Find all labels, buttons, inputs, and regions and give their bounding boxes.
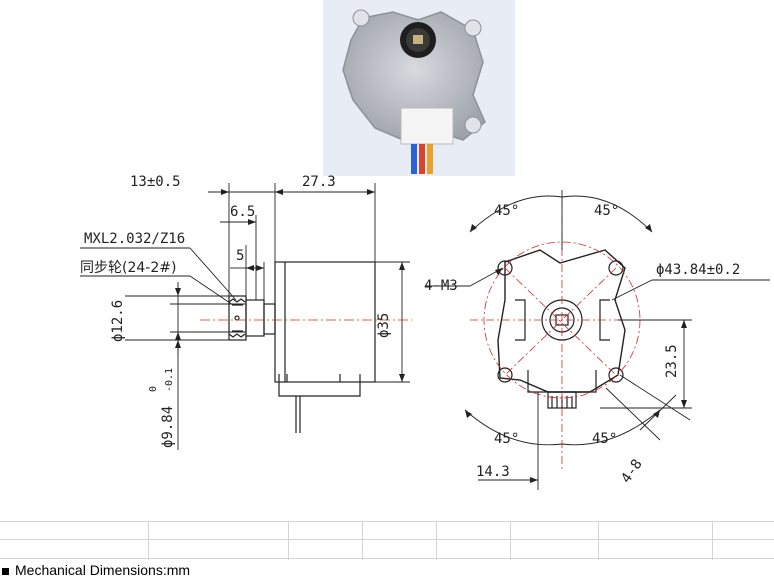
dim-offset-x: 14.3: [476, 464, 510, 480]
angle-bottom-right: 45°: [592, 431, 617, 447]
motor-photo: [323, 0, 515, 176]
angle-top-right: 45°: [594, 203, 619, 219]
dim-hub-diameter: ϕ9.84: [160, 406, 176, 448]
spreadsheet-grid: [0, 521, 774, 581]
grid-column-line: [510, 521, 511, 560]
grid-row: [0, 539, 774, 557]
dim-height: 23.5: [664, 344, 680, 378]
dim-shaft-step: 6.5: [230, 204, 255, 220]
grid-column-line: [598, 521, 599, 560]
gear-name: 同步轮(24-2#): [80, 260, 176, 276]
dim-hub-tol-lower: -0.1: [164, 368, 175, 392]
grid-column-line: [362, 521, 363, 560]
caption-text: Mechanical Dimensions:mm: [15, 562, 191, 578]
dim-total-length: 13±0.5: [130, 174, 181, 190]
dim-hub-tol-upper: 0: [148, 386, 159, 392]
grid-column-line: [436, 521, 437, 560]
caption-row: Mechanical Dimensions:mm: [2, 560, 190, 580]
angle-bottom-left: 45°: [494, 431, 519, 447]
dim-body-length: 27.3: [302, 174, 336, 190]
grid-row: [0, 521, 774, 539]
grid-row: [0, 558, 774, 576]
grid-column-line: [712, 521, 713, 560]
side-view-geometry: [228, 261, 376, 433]
dim-gear-diameter: ϕ12.6: [110, 300, 126, 342]
hole-spec: 4-M3: [424, 278, 458, 294]
dim-body-diameter: ϕ35: [376, 313, 392, 338]
dim-flange-step: 5: [236, 248, 244, 264]
bolt-circle: ϕ43.84±0.2: [656, 262, 740, 278]
dim-slot: 4-8: [618, 456, 646, 486]
grid-column-line: [148, 521, 149, 560]
technical-drawing: 13±0.5 27.3 6.5 5 MXL2.032/Z16 同步轮(24-2#…: [80, 174, 770, 490]
gear-spec: MXL2.032/Z16: [84, 231, 185, 247]
angle-top-left: 45°: [494, 203, 519, 219]
grid-column-line: [288, 521, 289, 560]
bullet-icon: [2, 567, 9, 575]
